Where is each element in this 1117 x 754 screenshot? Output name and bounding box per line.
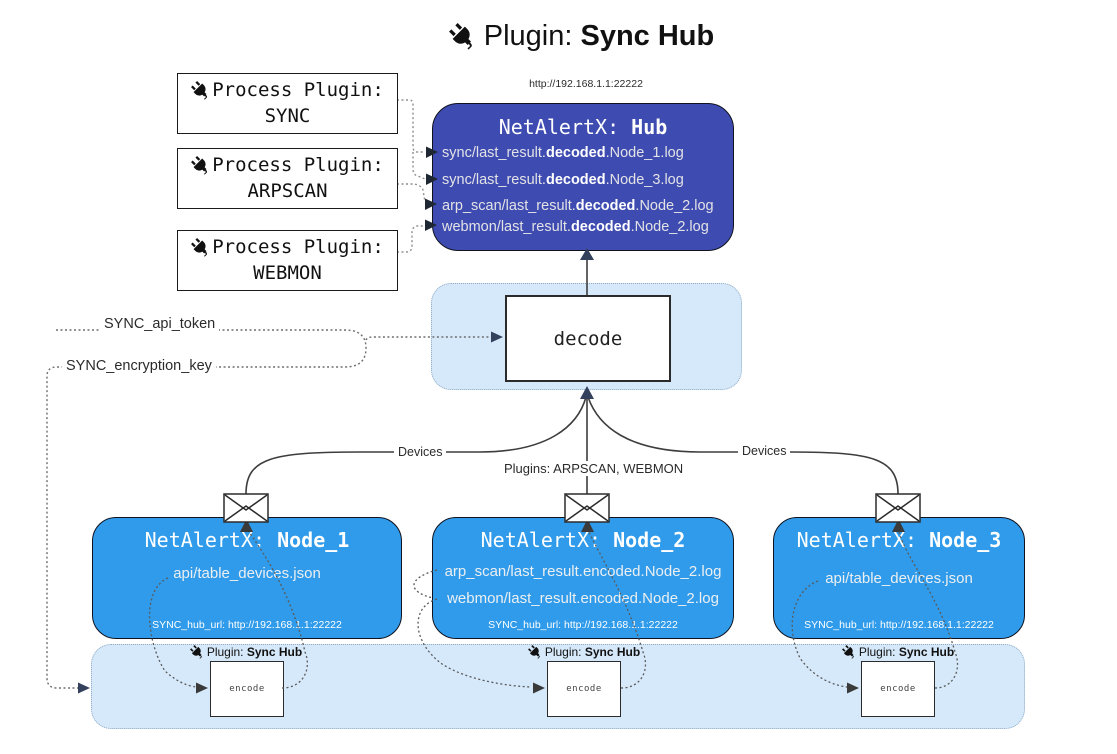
process-plugin-arpscan: Process Plugin: ARPSCAN xyxy=(177,148,398,209)
plug-icon xyxy=(189,236,213,260)
devices-edge-label-left: Devices xyxy=(394,445,447,459)
page-title: Plugin: Sync Hub xyxy=(46,20,1117,53)
plug-icon xyxy=(526,643,544,661)
process-plugin-sync: Process Plugin: SYNC xyxy=(177,73,398,134)
encode-box: encode xyxy=(210,661,284,717)
process-plugin-webmon: Process Plugin: WEBMON xyxy=(177,230,398,291)
process-plugin-name: WEBMON xyxy=(253,261,322,284)
sync-encryption-key-label: SYNC_encryption_key xyxy=(62,358,216,374)
sync-api-token-label: SYNC_api_token xyxy=(100,316,220,332)
process-plugin-label: Process Plugin: xyxy=(212,153,384,176)
hub-url-label: http://192.168.1.1:22222 xyxy=(529,78,643,90)
encoder-plugin-label: Plugin: Sync Hub xyxy=(524,643,644,661)
encode-box: encode xyxy=(861,661,935,717)
encoder-plugin-label: Plugin: Sync Hub xyxy=(186,643,306,661)
hub-log-line: arp_scan/last_result.decoded.Node_2.log xyxy=(442,198,714,214)
plugins-edge-label: Plugins: ARPSCAN, WEBMON xyxy=(500,461,683,476)
node-1-box: NetAlertX: Node_1 api/table_devices.json… xyxy=(92,517,402,639)
encode-box: encode xyxy=(547,661,621,717)
title-prefix: Plugin: xyxy=(483,20,581,52)
process-plugin-name: ARPSCAN xyxy=(247,179,328,202)
node-hub-url: SYNC_hub_url: http://192.168.1.1:22222 xyxy=(488,619,678,631)
plug-icon xyxy=(189,79,213,103)
node-log-line: webmon/last_result.encoded.Node_2.log xyxy=(447,590,719,607)
node-title: NetAlertX: Node_3 xyxy=(796,528,1002,552)
devices-edge-label-right: Devices xyxy=(738,444,791,458)
process-to-hub-connectors xyxy=(397,99,426,253)
hub-box: NetAlertX: Hub sync/last_result.decoded.… xyxy=(432,103,734,251)
node-hub-url: SYNC_hub_url: http://192.168.1.1:22222 xyxy=(804,619,994,631)
title-bold: Sync Hub xyxy=(580,20,715,52)
node-api-line: api/table_devices.json xyxy=(825,570,973,587)
node-api-line: api/table_devices.json xyxy=(173,565,321,582)
process-plugin-name: SYNC xyxy=(264,104,311,127)
plug-icon xyxy=(189,154,213,178)
process-plugin-label: Process Plugin: xyxy=(212,78,384,101)
hub-title: NetAlertX: Hub xyxy=(498,115,668,139)
plug-icon xyxy=(840,643,858,661)
encoder-plugin-label: Plugin: Sync Hub xyxy=(838,643,958,661)
node-title: NetAlertX: Node_1 xyxy=(144,528,350,552)
node-3-box: NetAlertX: Node_3 api/table_devices.json… xyxy=(773,517,1025,639)
node-2-box: NetAlertX: Node_2 arp_scan/last_result.e… xyxy=(432,517,734,639)
plug-icon xyxy=(188,643,206,661)
plug-icon xyxy=(446,20,479,53)
hub-log-line: webmon/last_result.decoded.Node_2.log xyxy=(442,219,709,235)
node-title: NetAlertX: Node_2 xyxy=(480,528,686,552)
decode-box: decode xyxy=(505,295,671,382)
process-plugin-label: Process Plugin: xyxy=(212,235,384,258)
hub-log-line: sync/last_result.decoded.Node_3.log xyxy=(442,172,684,188)
node-log-line: arp_scan/last_result.encoded.Node_2.log xyxy=(444,563,722,580)
hub-log-line: sync/last_result.decoded.Node_1.log xyxy=(442,145,684,161)
node-hub-url: SYNC_hub_url: http://192.168.1.1:22222 xyxy=(152,619,342,631)
